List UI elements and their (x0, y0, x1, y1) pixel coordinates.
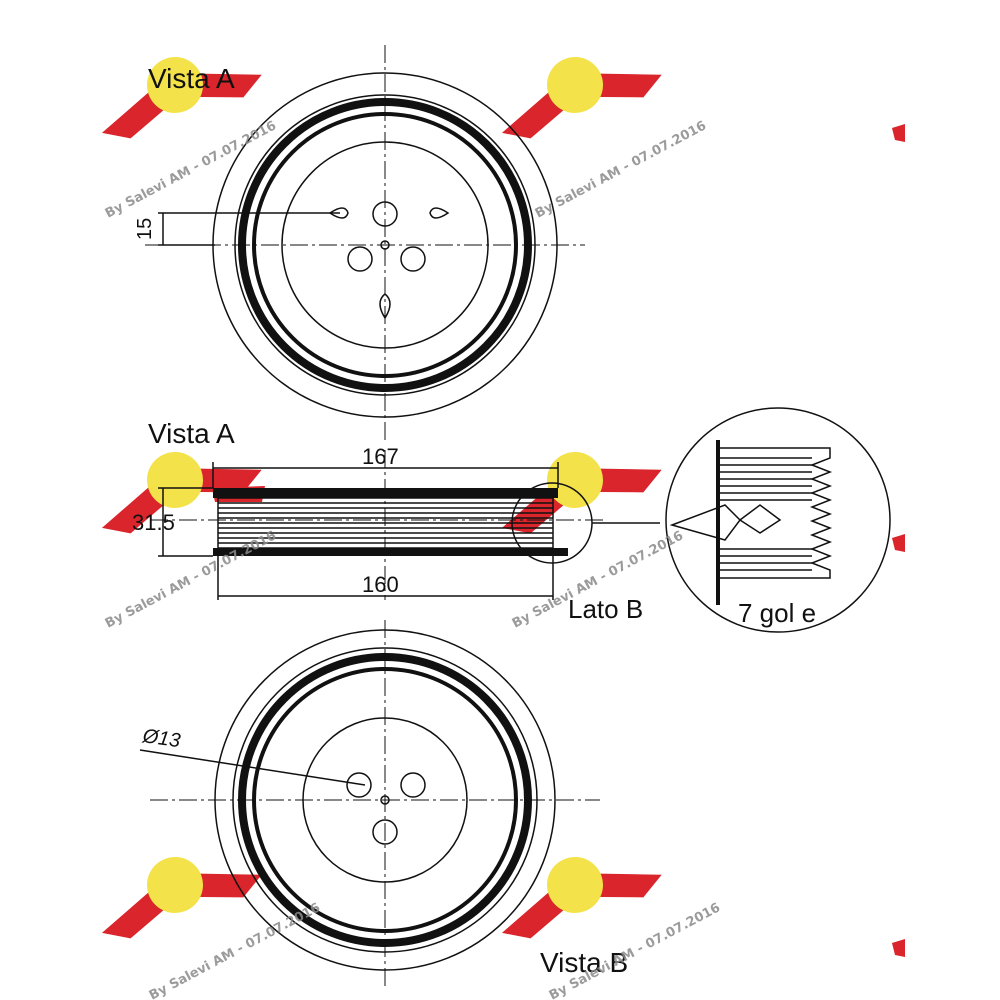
back-belt-ring-inner (252, 667, 518, 933)
front-drop-mark (328, 207, 349, 219)
dim-13-leader (139, 749, 366, 786)
detail-circle (665, 407, 891, 633)
side-label: Lato B (568, 594, 643, 624)
dim-31-5-label: 31.5 (132, 510, 175, 535)
back-center-hole (380, 795, 390, 805)
back-bolt-hole (372, 819, 398, 845)
detail-groove-lines (718, 457, 812, 571)
back-bolt-hole (400, 772, 426, 798)
detail-view: 7 gol e (665, 407, 891, 633)
front-center-hole (380, 240, 390, 250)
front-view-title: Vista A (148, 63, 235, 94)
watermark-logo-icon (501, 452, 662, 534)
front-ring-outer (234, 94, 536, 396)
watermark-edge-mark (892, 534, 905, 552)
watermark-logo-icon (501, 57, 662, 139)
watermark-edge-mark (892, 124, 905, 142)
watermark-edge-mark (892, 939, 905, 957)
watermark-text: By Salevi AM - 07.07.2016 (103, 528, 279, 631)
front-belt-ring (238, 98, 532, 392)
front-drop-mark (429, 207, 450, 219)
detail-label: 7 gol e (738, 598, 816, 628)
side-view-title: Vista A (148, 418, 235, 449)
side-view: 167 160 31.5 Lato B Vista A (132, 418, 660, 624)
front-bolt-hole (372, 201, 398, 227)
back-outer-circle (214, 629, 556, 971)
side-grooves (218, 502, 553, 544)
side-top-band (213, 488, 558, 498)
dim-15-label: 15 (134, 218, 156, 240)
front-hub-circle (281, 141, 489, 349)
back-bolt-hole (346, 772, 372, 798)
watermark-logos (101, 57, 905, 957)
dim-13-label: Ø13 (140, 725, 181, 752)
back-view: Ø13 Vista B (139, 620, 628, 990)
detail-groove-profile (718, 447, 833, 579)
back-belt-ring (238, 653, 532, 947)
side-bottom-band (213, 548, 568, 556)
front-view: 15 Vista A (134, 45, 585, 440)
watermark-logo-icon (101, 57, 262, 139)
front-belt-ring-inner (252, 112, 518, 378)
front-drop-mark (379, 293, 391, 320)
dim-167-label: 167 (362, 444, 399, 469)
back-hub-circle (302, 717, 468, 883)
watermark-text: By Salevi AM - 07.07.2016 (533, 118, 709, 221)
front-bolt-hole (400, 246, 426, 272)
back-ring-outer (232, 647, 538, 953)
detail-break-mark (669, 504, 782, 541)
watermark-logo-icon (501, 857, 662, 939)
back-view-title: Vista B (540, 947, 628, 978)
watermark-logo-icon (101, 857, 262, 939)
watermark-logo-icon (101, 452, 262, 534)
front-bolt-hole (347, 246, 373, 272)
watermark-text: By Salevi AM - 07.07.2016 (147, 900, 323, 1000)
dim-160-label: 160 (362, 572, 399, 597)
